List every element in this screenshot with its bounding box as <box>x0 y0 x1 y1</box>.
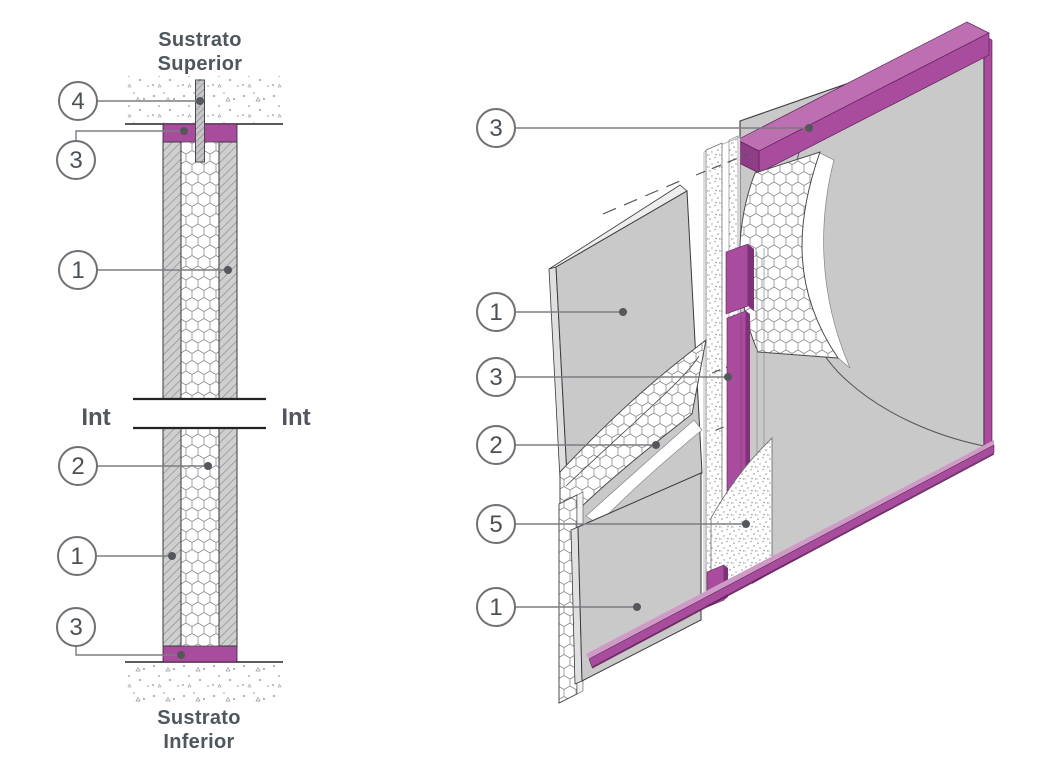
stud-head-side <box>748 244 754 311</box>
label-sustrato-superior-2: Superior <box>158 53 243 75</box>
leader-dot-top-track <box>180 127 188 135</box>
iso-dot-plaster <box>742 520 750 528</box>
leader-dot-bottom-track <box>177 651 185 659</box>
callout-4-label: 4 <box>71 88 84 115</box>
iso-leader-lines <box>515 127 806 608</box>
leader-3-top <box>75 130 181 141</box>
iso-callout-2: 2 <box>476 425 516 465</box>
iso-dot-front-panel <box>619 308 627 316</box>
callout-1-upper: 1 <box>58 250 98 290</box>
section-bottom-track <box>162 645 238 663</box>
iso-dot-stud <box>724 373 732 381</box>
iso-callout-3-mid: 3 <box>476 357 516 397</box>
iso-callout-3-top: 3 <box>476 108 516 148</box>
section-leader-lines <box>75 100 225 656</box>
callout-2: 2 <box>58 446 98 486</box>
iso-callout-1-lower-label: 1 <box>489 594 502 621</box>
callout-3-top-label: 3 <box>69 147 82 174</box>
iso-top-track <box>736 21 990 174</box>
bottom-track-front-face <box>588 444 995 668</box>
insulation-core-lower <box>180 427 220 647</box>
leader-dot-right-board <box>224 266 232 274</box>
iso-leader-dots <box>619 124 813 611</box>
int-label-left: Int <box>81 404 110 431</box>
left-board-lower <box>162 427 182 647</box>
callout-3-bottom-label: 3 <box>69 614 82 641</box>
label-sustrato-superior-1: Sustrato <box>158 29 242 51</box>
label-sustrato-inferior-1: Sustrato <box>157 707 241 729</box>
iso-callout-1-upper-label: 1 <box>489 299 502 326</box>
sweep-fold-line <box>565 355 700 487</box>
section-leader-dots <box>168 97 232 659</box>
right-board-lower <box>218 427 238 647</box>
leader-3-bottom <box>75 646 178 656</box>
iso-callout-3-top-label: 3 <box>489 115 502 142</box>
iso-callout-5-label: 5 <box>489 511 502 538</box>
iso-view: 3 1 3 2 5 1 <box>476 21 995 704</box>
anchor-bolt <box>195 79 205 163</box>
callout-1-upper-label: 1 <box>71 257 84 284</box>
iso-callouts: 3 1 3 2 5 1 <box>476 108 516 627</box>
dash-top-left <box>602 177 688 215</box>
plaster-patch <box>710 437 773 590</box>
lower-panel-face <box>577 472 702 682</box>
callout-2-label: 2 <box>71 453 84 480</box>
insulation-inner-face-lower <box>585 419 703 525</box>
iso-right-edge-track <box>983 35 993 451</box>
stud-head-front <box>725 243 749 315</box>
bottom-track-top-face <box>586 440 994 659</box>
iso-dot-insulation <box>652 441 660 449</box>
iso-dot-lower-panel <box>633 603 641 611</box>
callout-1-lower: 1 <box>57 536 97 576</box>
callout-4: 4 <box>58 81 98 121</box>
iso-callout-1-upper: 1 <box>476 292 516 332</box>
int-label-right: Int <box>281 404 310 431</box>
iso-dot-top-track <box>805 124 813 132</box>
iso-callout-2-label: 2 <box>489 432 502 459</box>
dash-mid-2 <box>715 419 742 431</box>
leader-dot-core <box>204 462 212 470</box>
iso-callout-3-mid-label: 3 <box>489 364 502 391</box>
section-view: Int Int Sustrato Superior Sustrato Infer… <box>56 29 311 753</box>
bottom-track-under-line <box>591 453 995 669</box>
dash-top-right <box>695 153 749 176</box>
lower-substrate-texture <box>125 664 283 702</box>
callout-3-top: 3 <box>56 140 96 180</box>
iso-callout-5: 5 <box>476 504 516 544</box>
leader-dot-anchor <box>196 97 204 105</box>
leader-dot-left-board <box>168 552 176 560</box>
iso-bottom-track <box>586 440 995 669</box>
iso-callout-1-lower: 1 <box>476 587 516 627</box>
callout-3-bottom: 3 <box>56 607 96 647</box>
callout-1-lower-label: 1 <box>70 543 83 570</box>
label-sustrato-inferior-2: Inferior <box>163 731 234 753</box>
section-callouts: 4 3 1 2 1 3 <box>56 81 98 647</box>
